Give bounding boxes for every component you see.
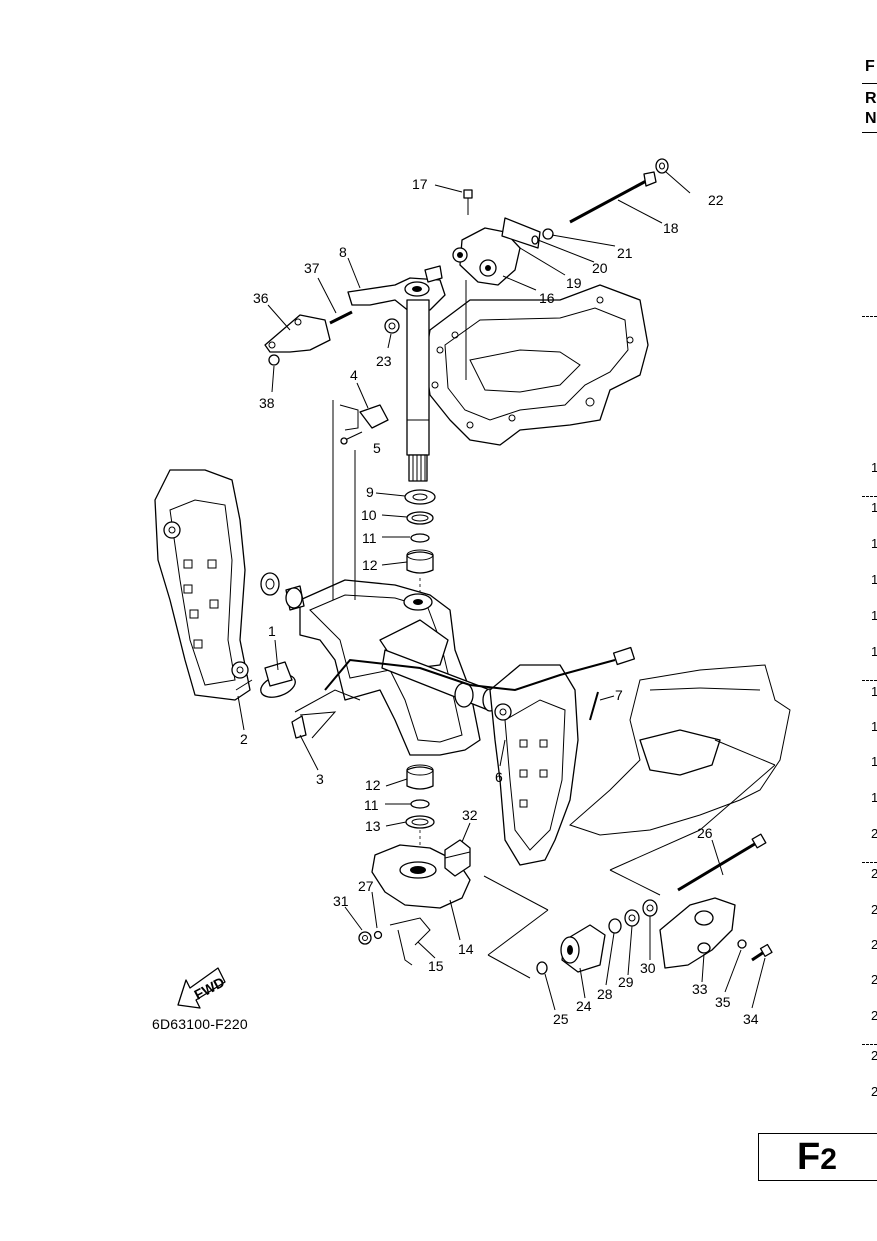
edge-digit: 1	[871, 644, 877, 659]
page-code-letter: F	[797, 1136, 821, 1178]
callout-9: 9	[366, 484, 374, 500]
callout-24: 24	[576, 998, 592, 1014]
page-code: F2	[797, 1134, 837, 1183]
engine-base-plate	[424, 284, 649, 446]
edge-digit: 2	[871, 972, 877, 987]
edge-digit: 2	[871, 866, 877, 881]
edge-digit: 2	[871, 1084, 877, 1099]
edge-digit: 2	[871, 826, 877, 841]
drawing-code: 6D63100-F220	[152, 1016, 248, 1032]
edge-digit: 2	[871, 937, 877, 952]
callout-28: 28	[597, 986, 613, 1002]
callout-26: 26	[697, 825, 713, 841]
callout-3: 3	[316, 771, 324, 787]
callout-34: 34	[743, 1011, 759, 1027]
edge-digit: 2	[871, 1048, 877, 1063]
callout-12-upper: 12	[362, 557, 378, 573]
callout-11-upper: 11	[362, 530, 377, 546]
upper-mount-bracket	[452, 217, 541, 286]
lower-mount-assembly	[536, 833, 773, 975]
callout-31: 31	[333, 893, 349, 909]
callout-13: 13	[365, 818, 381, 834]
callout-20: 20	[592, 260, 608, 276]
callout-36: 36	[253, 290, 269, 306]
clip-4	[340, 404, 389, 445]
callout-32: 32	[462, 807, 478, 823]
callout-25: 25	[553, 1011, 569, 1027]
callout-22: 22	[708, 192, 724, 208]
callout-15: 15	[428, 958, 444, 974]
trim-sensor	[235, 661, 307, 739]
callout-14: 14	[458, 941, 474, 957]
edge-rule-dashed	[862, 862, 877, 863]
edge-digit: 1	[871, 608, 877, 623]
edge-digit: 1	[871, 790, 877, 805]
steering-shaft	[406, 299, 430, 482]
callout-38: 38	[259, 395, 275, 411]
edge-rule	[862, 132, 877, 133]
edge-rule-dashed	[862, 316, 877, 317]
edge-digit: 1	[871, 536, 877, 551]
left-clamp-bracket	[154, 469, 251, 701]
edge-digit: 1	[871, 684, 877, 699]
callout-5: 5	[373, 440, 381, 456]
callout-2: 2	[240, 731, 248, 747]
rubber-32	[444, 839, 471, 877]
reference-lines	[299, 400, 776, 979]
small-hardware	[358, 917, 431, 966]
spacer-left	[260, 572, 305, 611]
callout-18: 18	[663, 220, 679, 236]
steering-arm	[347, 265, 446, 313]
edge-rule-dashed	[862, 496, 877, 497]
through-bolt-18	[531, 158, 669, 245]
edge-digit: 1	[871, 572, 877, 587]
edge-header-3: N	[865, 110, 877, 127]
callout-30: 30	[640, 960, 656, 976]
callout-19: 19	[566, 275, 582, 291]
page-code-box: F2	[758, 1133, 877, 1181]
edge-header-1: F	[865, 58, 875, 75]
callout-17: 17	[412, 176, 428, 192]
callout-7: 7	[615, 687, 623, 703]
edge-digit: 2	[871, 1008, 877, 1023]
edge-digit: 1	[871, 460, 877, 475]
callout-23: 23	[376, 353, 392, 369]
edge-rule-dashed	[862, 680, 877, 681]
callout-29: 29	[618, 974, 634, 990]
edge-digit: 1	[871, 500, 877, 515]
edge-rule-dashed	[862, 1044, 877, 1045]
callout-33: 33	[692, 981, 708, 997]
washer-stack-upper	[404, 489, 436, 574]
bracket-36	[264, 310, 400, 366]
edge-digit: 1	[871, 719, 877, 734]
callout-12-lower: 12	[365, 777, 381, 793]
edge-digit: 2	[871, 902, 877, 917]
callout-1: 1	[268, 623, 276, 639]
fwd-arrow: FWD	[177, 967, 227, 1009]
edge-rule	[862, 83, 877, 84]
callout-37: 37	[304, 260, 320, 276]
bolt-17	[463, 189, 473, 215]
callout-27: 27	[358, 878, 374, 894]
trim-sensor-cable	[324, 646, 636, 721]
tilt-tube	[381, 649, 498, 712]
callout-21: 21	[617, 245, 633, 261]
edge-header-2: R	[865, 90, 877, 107]
edge-digit: 1	[871, 754, 877, 769]
callout-16: 16	[539, 290, 555, 306]
page-code-digit: 2	[820, 1143, 837, 1176]
callout-leaders	[237, 171, 766, 1011]
callout-11-lower: 11	[364, 797, 379, 813]
right-clamp-bracket	[489, 664, 579, 866]
lower-unit-silhouette	[569, 664, 791, 836]
callout-4: 4	[350, 367, 358, 383]
washer-stack-lower	[405, 764, 435, 829]
callout-35: 35	[715, 994, 731, 1010]
callout-6: 6	[495, 769, 503, 785]
callout-labels: 1 2 3 4 5 6 7 8 9 10 11 11 12 12 13 14 1…	[240, 176, 759, 1027]
callout-8: 8	[339, 244, 347, 260]
callout-10: 10	[361, 507, 377, 523]
